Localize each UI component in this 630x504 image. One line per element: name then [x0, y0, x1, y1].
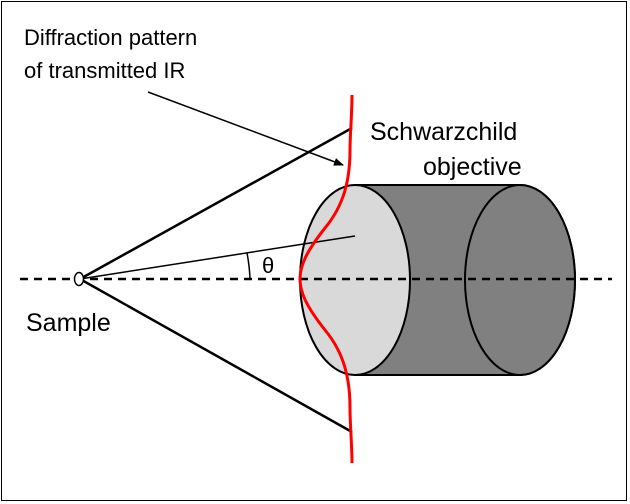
- objective-label-line2: objective: [423, 153, 522, 181]
- sample-icon: [73, 271, 85, 287]
- theta-angle-arc: [246, 252, 251, 280]
- sample-label: Sample: [26, 309, 111, 337]
- diffraction-label-line1: Diffraction pattern: [24, 25, 197, 50]
- diffraction-label-line2: of transmitted IR: [24, 58, 185, 83]
- angle-ray: [79, 235, 356, 280]
- theta-label: θ: [262, 253, 274, 278]
- cylinder-back-face: [464, 184, 576, 376]
- objective-label-line1: Schwarzchild: [370, 118, 517, 146]
- diffraction-pattern-curve: [298, 94, 354, 464]
- objective-cylinder: [299, 184, 576, 376]
- lower-cone-ray: [79, 277, 353, 434]
- upper-cone-ray: [79, 126, 353, 281]
- diffraction-pointer-arrow: [147, 91, 344, 166]
